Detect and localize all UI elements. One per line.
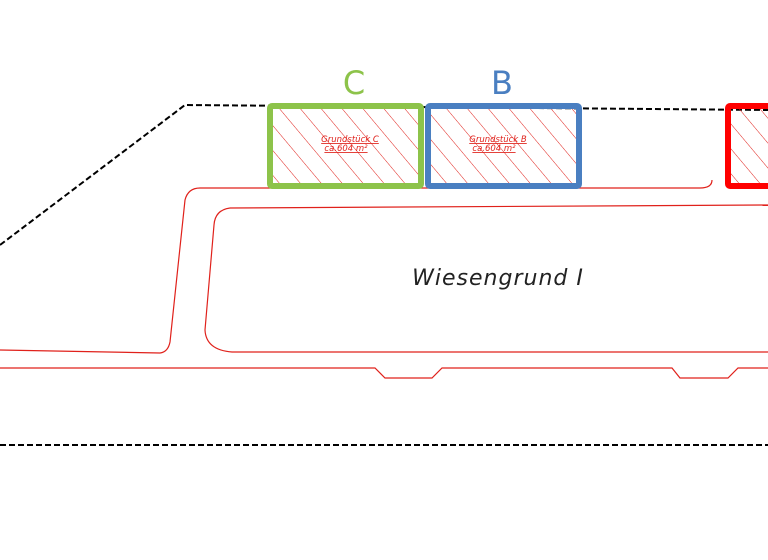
- street-label: Wiesengrund I: [412, 266, 584, 291]
- plot-c-area-label: ca.604 m²: [324, 144, 368, 154]
- plot-b-area-label: ca.604 m²: [472, 144, 516, 154]
- plot-b-outline: [425, 103, 582, 189]
- plot-b-title: Grundstück B: [469, 135, 527, 145]
- plot-b[interactable]: Grundstück B ca.604 m² B: [425, 64, 582, 189]
- plot-b-area: [430, 108, 578, 185]
- plot-a-partial[interactable]: [725, 103, 768, 189]
- road-outlines: [0, 179, 768, 379]
- plot-a-area: [730, 108, 768, 185]
- plot-b-letter: B: [491, 64, 513, 102]
- plot-a-outline: [725, 103, 768, 189]
- plot-c-letter: C: [343, 64, 365, 102]
- plot-c-title: Grundstück C: [321, 135, 379, 145]
- plot-c-outline: [267, 103, 424, 189]
- site-boundary-top: [0, 103, 768, 246]
- plot-c-area: [272, 108, 420, 185]
- plot-c[interactable]: Grundstück C ca.604 m² C: [267, 64, 424, 189]
